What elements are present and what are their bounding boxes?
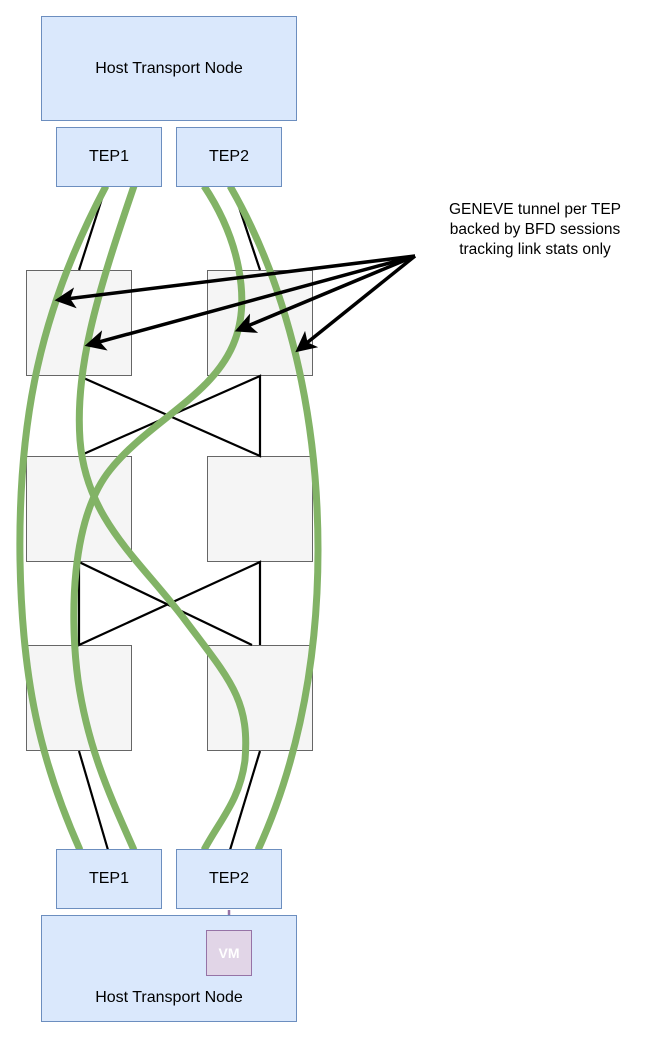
arrow-to-tunnel-tep1-a [54,254,416,309]
top-tep1: TEP1 [56,127,162,187]
geneve-annotation: GENEVE tunnel per TEP backed by BFD sess… [418,200,652,260]
annotation-arrows [54,254,417,353]
vm-label: VM [218,945,240,961]
switch-row1-left [26,270,132,376]
top-tep1-label: TEP1 [88,148,129,165]
top-tep2-label: TEP2 [208,148,249,165]
bottom-tep1-label: TEP1 [88,870,129,887]
top-host-label: Host Transport Node [95,59,243,77]
link-switch6-tep2-bottom [228,750,262,851]
annotation-line-2: backed by BFD sessions [449,221,621,238]
link-switch5-tep1-bottom [77,750,110,851]
tunnel-tep2-a [70,184,246,852]
vm-box: VM [206,930,252,976]
bottom-host-transport-node: Host Transport Node [41,915,297,1022]
bottom-tep2-label: TEP2 [208,870,249,887]
top-tep2: TEP2 [176,127,282,187]
annotation-line-1: GENEVE tunnel per TEP [448,201,622,218]
arrow-to-tunnel-tep1-b [84,254,416,351]
top-host-transport-node: Host Transport Node [41,16,297,121]
switch-row2-right [207,456,313,562]
bottom-tep1: TEP1 [56,849,162,909]
tunnel-tep2-b [226,184,322,852]
annotation-line-3: tracking link stats only [459,241,611,258]
bottom-tep2: TEP2 [176,849,282,909]
arrow-to-tunnel-tep2-a [234,254,416,333]
arrow-to-tunnel-tep2-b [295,254,417,353]
link-row2-row3-diag [78,561,253,646]
bottom-host-label: Host Transport Node [95,989,243,1006]
